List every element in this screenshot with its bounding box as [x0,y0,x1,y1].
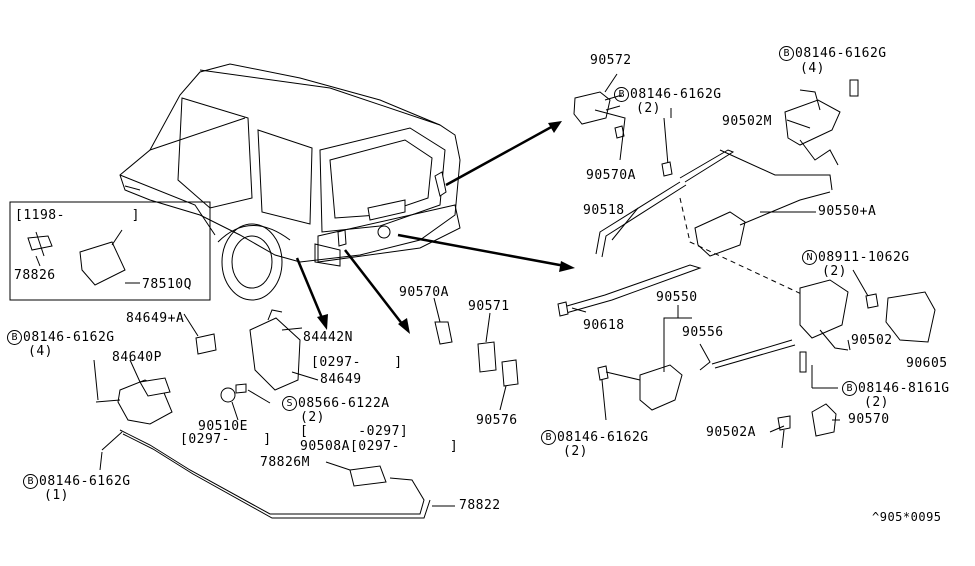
screw-qty: (2) [300,410,325,425]
part-78510q: 78510Q [142,277,192,292]
part-84649[interactable]: 84649 [320,372,362,387]
part-90502m[interactable]: 90502M [722,114,772,129]
bolt-qty-top-right: (4) [800,61,825,76]
part-90550[interactable]: 90550 [656,290,698,305]
part-90502[interactable]: 90502 [851,333,893,348]
screw-part-number: 08566-6122A [298,396,390,411]
bolt-qty-bottom-mid: (2) [563,444,588,459]
vehicle-illustration [119,63,461,301]
part-90571[interactable]: 90571 [468,299,510,314]
bolt-part-number: 08146-6162G [557,430,649,445]
bolt-symbol-icon: B [541,430,556,445]
part-90618[interactable]: 90618 [583,318,625,333]
bolt-symbol-icon: B [23,474,38,489]
part-90556[interactable]: 90556 [682,325,724,340]
part-90570a-mid[interactable]: 90570A [399,285,449,300]
part-90502a[interactable]: 90502A [706,425,756,440]
upper-right-assembly [573,79,859,299]
lower-center-assembly [195,309,519,487]
nut-qty: (2) [822,264,847,279]
leader-lines [35,73,869,471]
lower-right-assembly [557,264,936,449]
bolt-symbol-icon: B [7,330,22,345]
part-90550a[interactable]: 90550+A [818,204,877,219]
diagram-reference-code: ^905*0095 [872,510,942,524]
bolt-part-number: 08146-6162G [39,474,131,489]
part-78826-inset: 78826 [14,268,56,283]
bolt-qty-left: (4) [28,344,53,359]
part-90570a-top[interactable]: 90570A [586,168,636,183]
part-90518[interactable]: 90518 [583,203,625,218]
bolt-part-number: 08146-6162G [795,46,887,61]
lower-left-assembly [95,377,455,519]
part-90508a[interactable]: 90508A[0297- ] [300,439,459,454]
part-90572[interactable]: 90572 [590,53,632,68]
bolt-symbol-icon: B [614,87,629,102]
date-0297-a: [0297- ] [311,355,403,370]
part-78822[interactable]: 78822 [459,498,501,513]
bolt-symbol-icon: B [842,381,857,396]
part-90570[interactable]: 90570 [848,412,890,427]
bolt-part-number: 08146-8161G [858,381,950,396]
part-84649a[interactable]: 84649+A [126,311,185,326]
nut-part-number: 08911-1062G [818,250,910,265]
nut-symbol-icon: N [802,250,817,265]
date-0297-b: [0297- ] [180,432,272,447]
bolt-part-number: 08146-6162G [630,87,722,102]
part-84640p[interactable]: 84640P [112,350,162,365]
bolt-part-number: 08146-6162G [23,330,115,345]
part-84442n[interactable]: 84442N [303,330,353,345]
callout-arrows [295,121,575,334]
inset-date-range: [1198- ] [15,208,140,223]
screw-symbol-icon: S [282,396,297,411]
bolt-symbol-icon: B [779,46,794,61]
bolt-qty-top-mid: (2) [636,101,661,116]
part-90605[interactable]: 90605 [906,356,948,371]
bolt-qty-right-8161: (2) [864,395,889,410]
date-0297-c: [ -0297] [300,424,409,439]
part-90510e[interactable]: 90510E [198,419,248,434]
inset-box [9,201,211,301]
part-78826m[interactable]: 78826M [260,455,310,470]
bolt-qty-bottom-left: (1) [44,488,69,503]
part-90576[interactable]: 90576 [476,413,518,428]
